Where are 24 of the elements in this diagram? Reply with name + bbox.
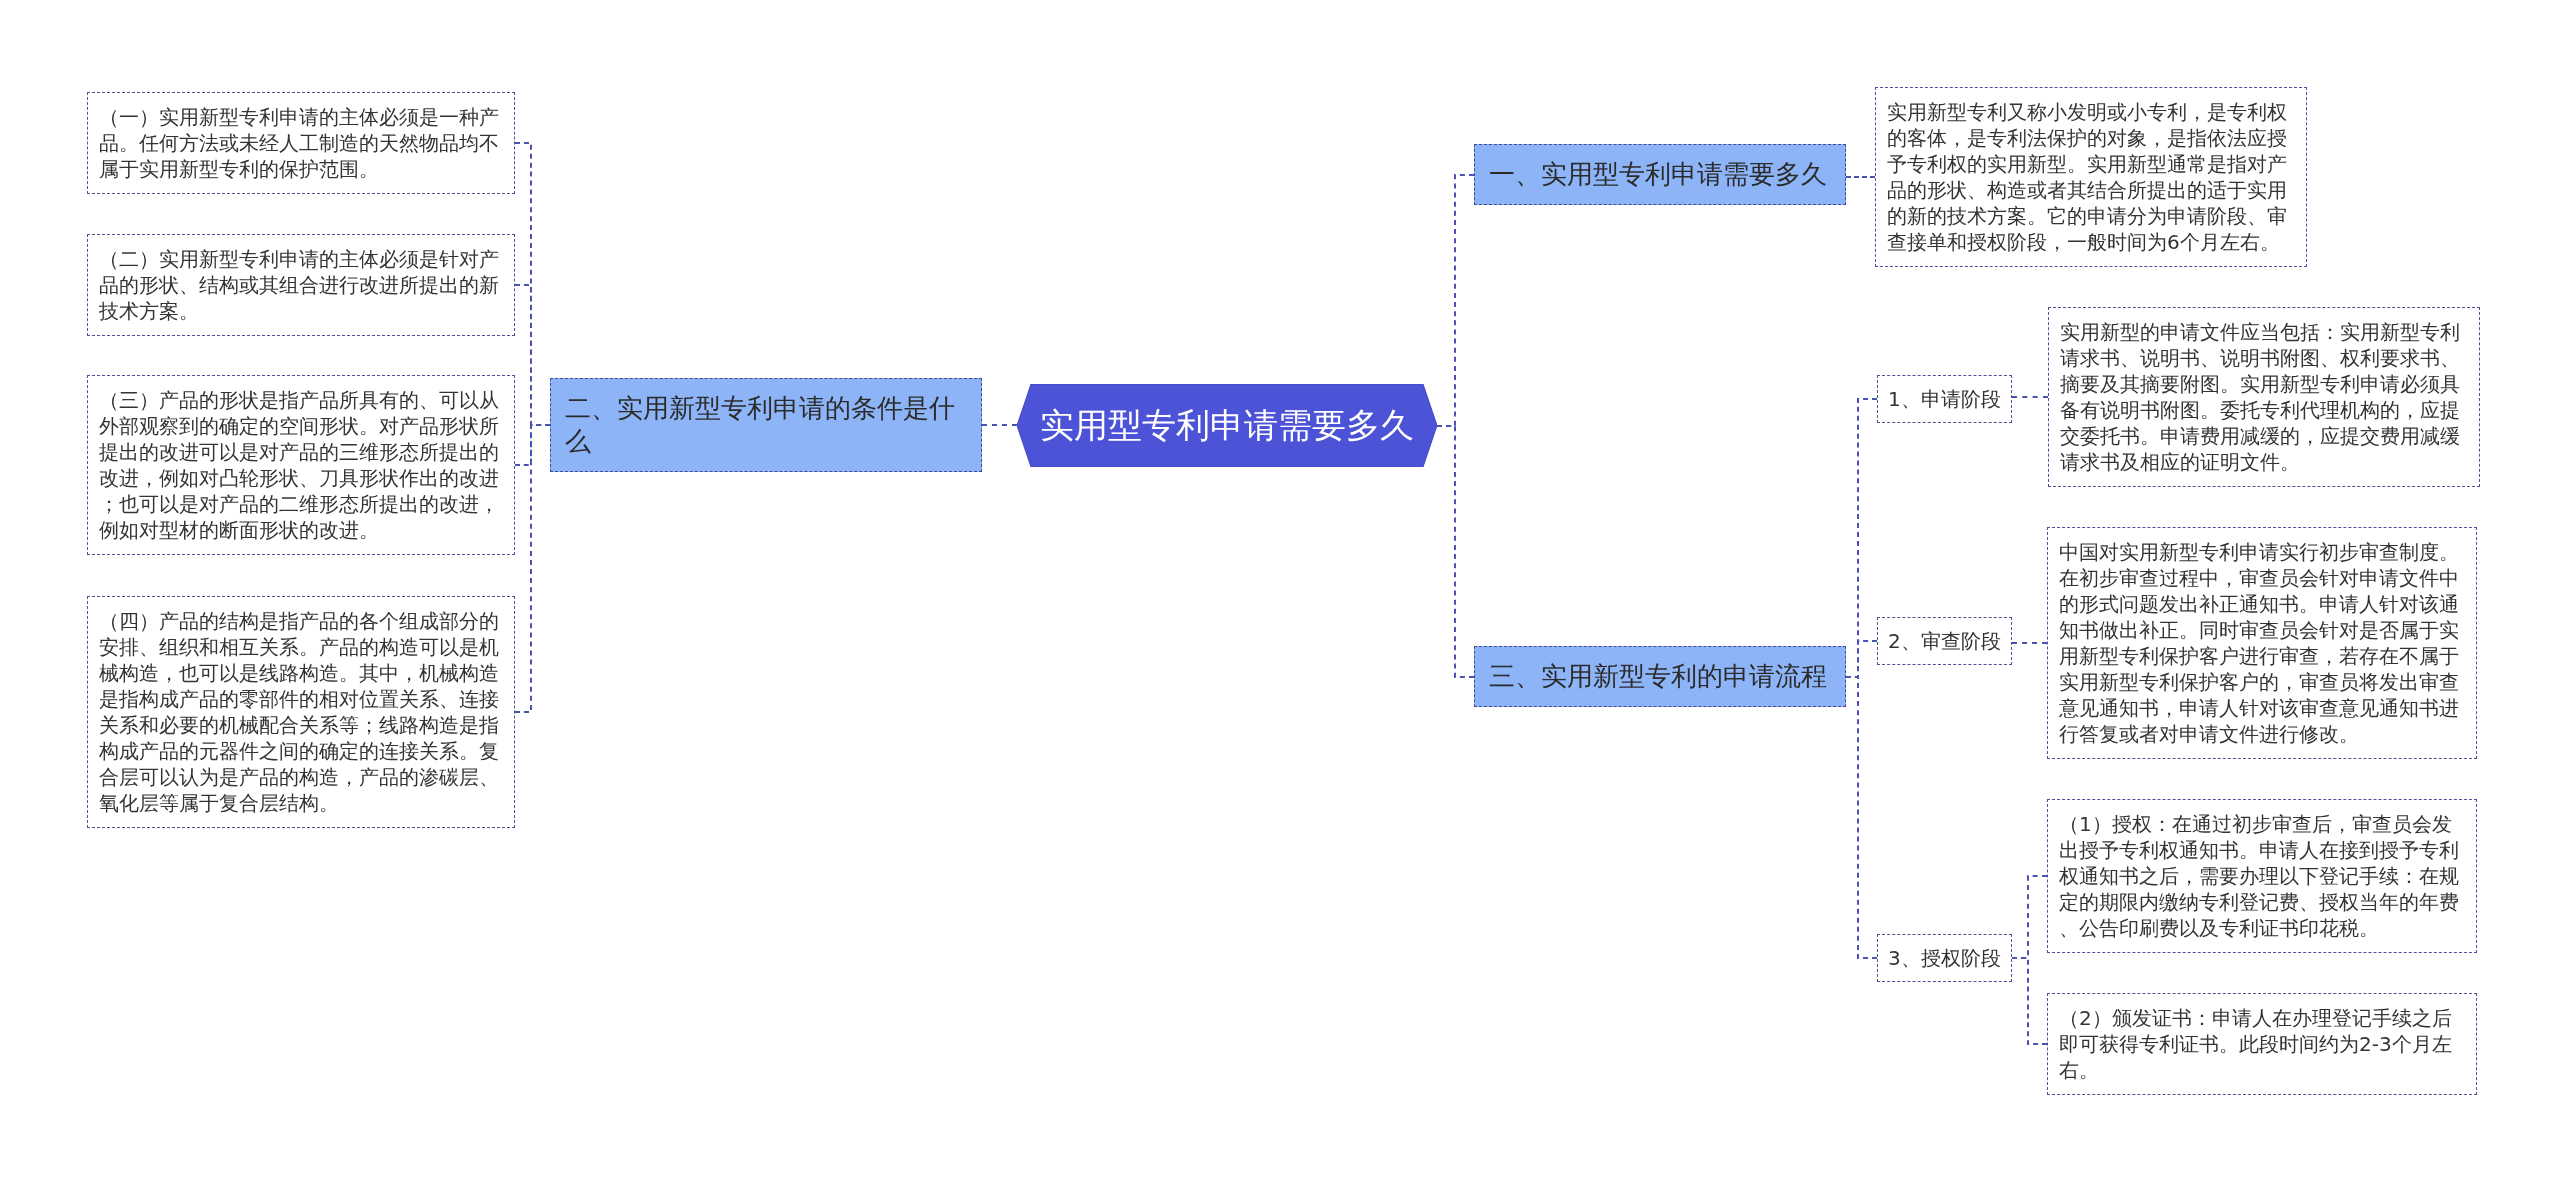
note-card: （2）颁发证书：申请人在办理登记手续之后即可获得专利证书。此段时间约为2-3个月左右。 <box>2047 993 2477 1095</box>
connector-line <box>2011 396 2049 398</box>
note-card: （二）实用新型专利申请的主体必须是针对产品的形状、结构或其组合进行改进所提出的新技术方案。 <box>87 234 515 336</box>
connector-line <box>2011 957 2048 1045</box>
note-card: （一）实用新型专利申请的主体必须是一种产品。任何方法或未经人工制造的天然物品均不属于实用新型专利的保护范围。 <box>87 92 515 194</box>
topic-node: 三、实用新型专利的申请流程 <box>1474 646 1846 707</box>
connector-line <box>514 424 551 713</box>
connector-line <box>1845 676 1878 959</box>
note-card: （三）产品的形状是指产品所具有的、可以从外部观察到的确定的空间形状。对产品形状所提出的改进可以是对产品的三维形态所提出的改进，例如对凸轮形状、刀具形状作出的改进；也可以是对产品的二维形态所提出的改进，例如对型材的断面形状的改进。 <box>87 375 515 555</box>
connector-line <box>1845 176 1876 178</box>
note-card: 实用新型专利又称小发明或小专利，是专利权的客体，是专利法保护的对象，是指依法应授予专利权的实用新型。实用新型通常是指对产品的形状、构造或者其结合所提出的适于实用的新的技术方案。它的申请分为申请阶段、审查接单和授权阶段，一般时间为6个月左右。 <box>1875 87 2307 267</box>
connector-line <box>2011 642 2048 644</box>
note-card: 实用新型的申请文件应当包括：实用新型专利请求书、说明书、说明书附图、权利要求书、摘要及其摘要附图。实用新型专利申请必须具备有说明书附图。委托专利代理机构的，应提交委托书。申请费用减缓的，应提交费用减缓请求书及相应的证明文件。 <box>2048 307 2480 487</box>
subtopic-node: 2、审查阶段 <box>1877 617 2012 665</box>
connector-line <box>1436 425 1475 678</box>
connector-line <box>981 424 1018 426</box>
subtopic-node: 3、授权阶段 <box>1877 934 2012 982</box>
central-topic: 实用型专利申请需要多久 <box>1017 384 1437 467</box>
note-card: 中国对实用新型专利申请实行初步审查制度。在初步审查过程中，审查员会针对申请文件中的形式问题发出补正通知书。申请人针对该通知书做出补正。同时审查员会针对是否属于实用新型专利保护客户进行审查，若存在不属于实用新型专利保护客户的，审查员将发出审查意见通知书，申请人针对该审查意见通知书进行答复或者对申请文件进行修改。 <box>2047 527 2477 759</box>
topic-node: 二、实用新型专利申请的条件是什么 <box>550 378 982 472</box>
note-card: （四）产品的结构是指产品的各个组成部分的安排、组织和相互关系。产品的构造可以是机械构造，也可以是线路构造。其中，机械构造是指构成产品的零部件的相对位置关系、连接关系和必要的机械配合关系等；线路构造是指构成产品的元器件之间的确定的连接关系。复合层可以认为是产品的构造，产品的渗碳层、氧化层等属于复合层结构。 <box>87 596 515 828</box>
topic-node: 一、实用型专利申请需要多久 <box>1474 144 1846 205</box>
subtopic-node: 1、申请阶段 <box>1877 375 2012 423</box>
note-card: （1）授权：在通过初步审查后，审查员会发出授予专利权通知书。申请人在接到授予专利权通知书之后，需要办理以下登记手续：在规定的期限内缴纳专利登记费、授权当年的年费、公告印刷费以及专利证书印花税。 <box>2047 799 2477 953</box>
